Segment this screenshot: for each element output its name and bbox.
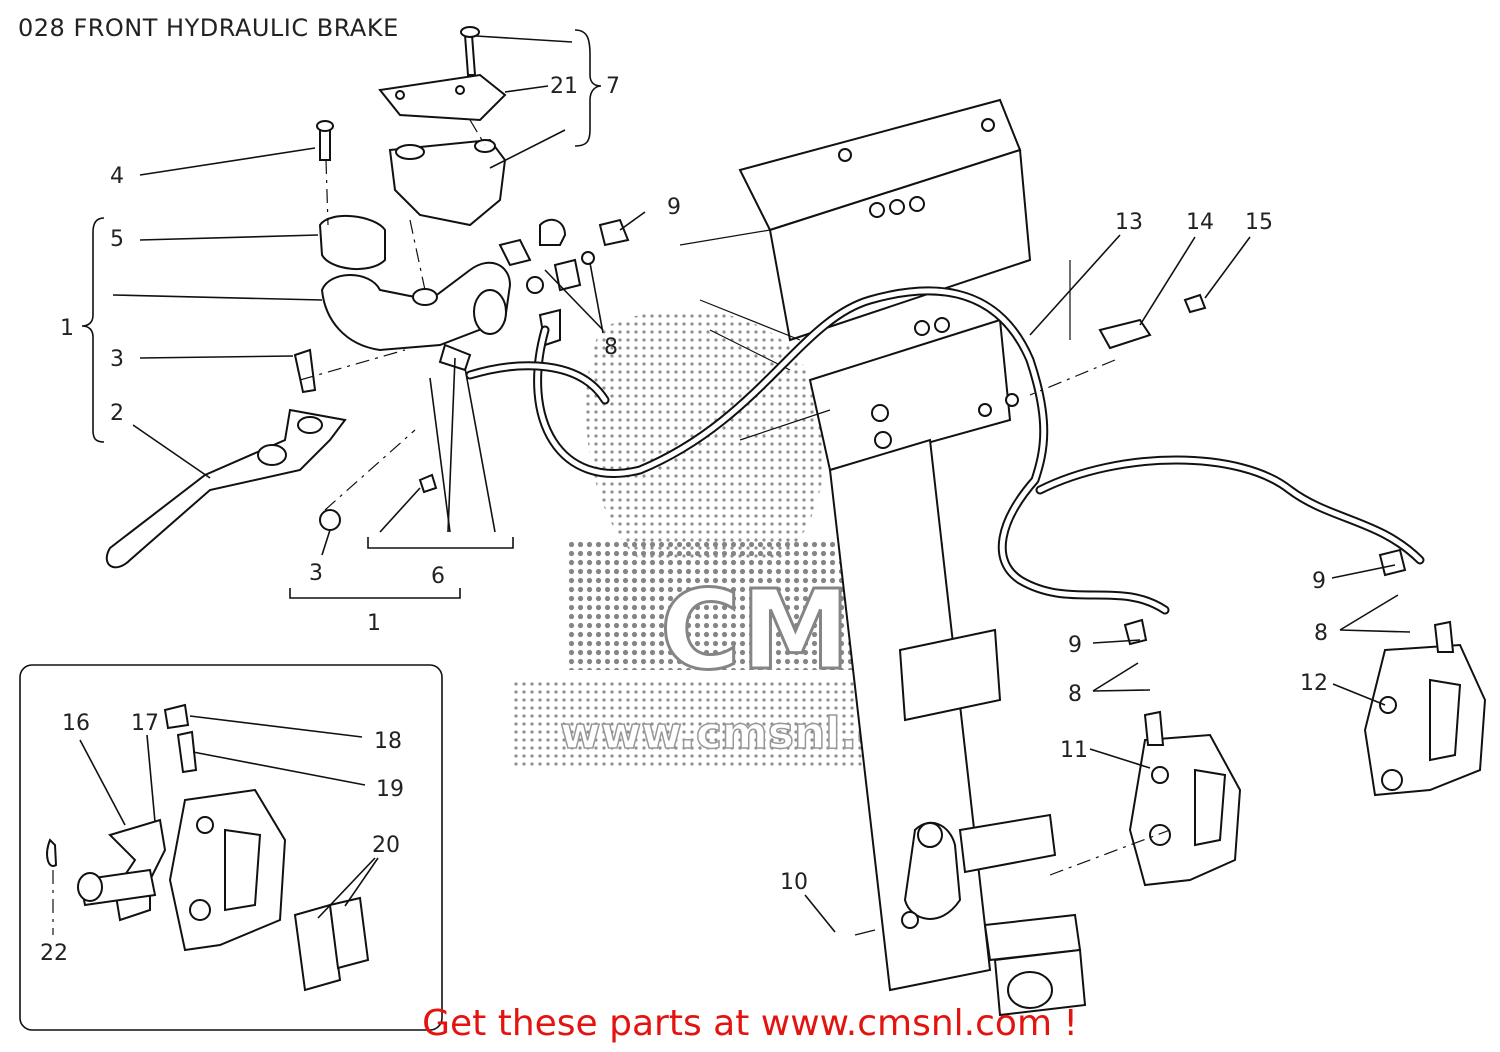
callout-9: 9 (1312, 569, 1326, 594)
callout-9: 9 (667, 195, 681, 220)
callout-3: 3 (309, 561, 323, 586)
callout-2: 2 (110, 401, 124, 426)
caliper-right (1363, 620, 1487, 797)
diagram-title: 028 FRONT HYDRAULIC BRAKE (18, 14, 399, 42)
promo-link[interactable]: Get these parts at www.cmsnl.com ! (422, 1003, 1078, 1044)
callout-3: 3 (110, 347, 124, 372)
callout-9: 9 (1068, 633, 1082, 658)
callout-labels: 1 1 2 3 3 4 5 6 7 8 8 8 9 9 9 10 11 12 1… (40, 74, 1328, 966)
master-cylinder-assembly (105, 26, 630, 569)
caliper-left (1128, 710, 1242, 887)
callout-15: 15 (1245, 210, 1273, 235)
callout-18: 18 (374, 729, 402, 754)
callout-5: 5 (110, 227, 124, 252)
fork-assembly (679, 98, 1087, 1017)
callout-20: 20 (372, 833, 400, 858)
callout-8: 8 (604, 335, 618, 360)
callout-17: 17 (131, 711, 159, 736)
leader-lines (79, 29, 1411, 936)
master-cylinder-body (320, 261, 512, 352)
callout-10: 10 (780, 870, 808, 895)
callout-11: 11 (1060, 738, 1088, 763)
reservoir-cap (378, 73, 507, 122)
callout-8: 8 (1068, 682, 1082, 707)
callout-14: 14 (1186, 210, 1214, 235)
brake-lever (105, 408, 347, 569)
callout-19: 19 (376, 777, 404, 802)
callout-21: 21 (550, 74, 578, 99)
inset-caliper-detail (19, 664, 443, 1031)
callout-16: 16 (62, 711, 90, 736)
clamp-half (318, 214, 386, 271)
callout-22: 22 (40, 941, 68, 966)
brake-hoses (465, 286, 1425, 646)
callout-7: 7 (606, 74, 620, 99)
callout-8: 8 (1314, 621, 1328, 646)
callout-1: 1 (367, 611, 381, 636)
callout-6: 6 (431, 564, 445, 589)
callout-13: 13 (1115, 210, 1143, 235)
callout-12: 12 (1300, 671, 1328, 696)
callout-4: 4 (110, 164, 124, 189)
callout-1: 1 (60, 316, 74, 341)
